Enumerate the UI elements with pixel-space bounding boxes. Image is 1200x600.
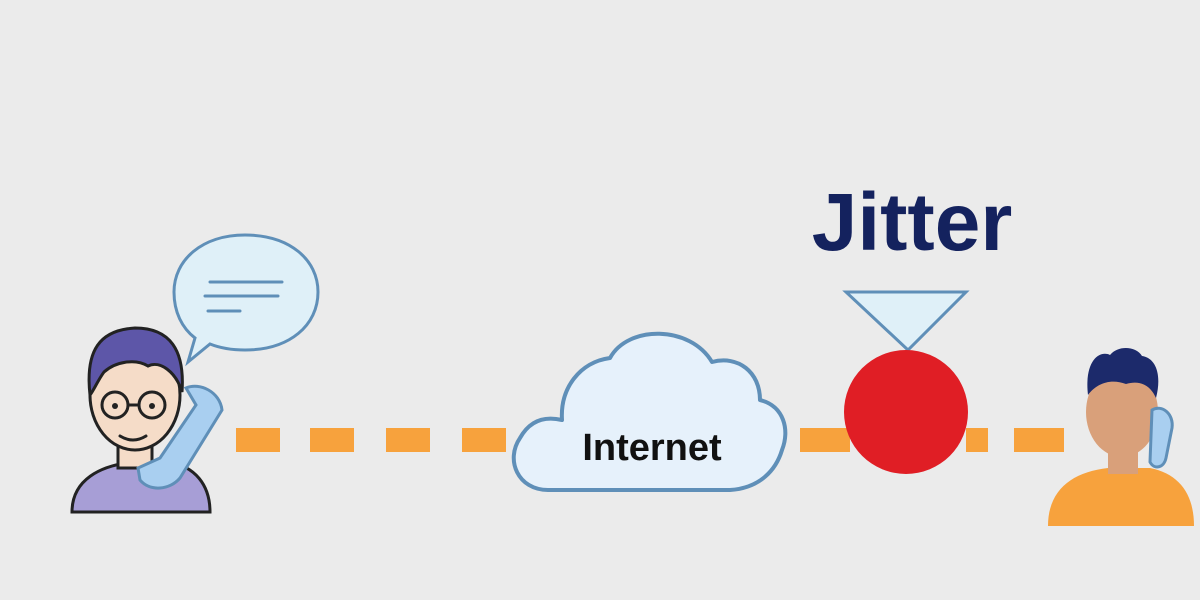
person-with-glasses-on-phone-icon xyxy=(70,326,224,514)
dash-segment xyxy=(462,428,506,452)
red-dot-icon xyxy=(844,350,968,474)
cloud-label: Internet xyxy=(582,427,722,469)
dash-segment xyxy=(966,428,988,452)
diagram-title: Jitter xyxy=(812,177,1013,268)
triangle-pointer-icon xyxy=(842,290,970,353)
speech-bubble-icon xyxy=(172,233,320,367)
dash-segment xyxy=(236,428,280,452)
cloud-icon: Internet xyxy=(511,331,788,492)
dashed-connection-line xyxy=(236,428,1064,452)
dash-segment xyxy=(1014,428,1064,452)
person-on-phone-icon xyxy=(1048,347,1194,526)
dash-segment xyxy=(386,428,430,452)
dash-segment xyxy=(310,428,354,452)
dash-segment xyxy=(800,428,850,452)
